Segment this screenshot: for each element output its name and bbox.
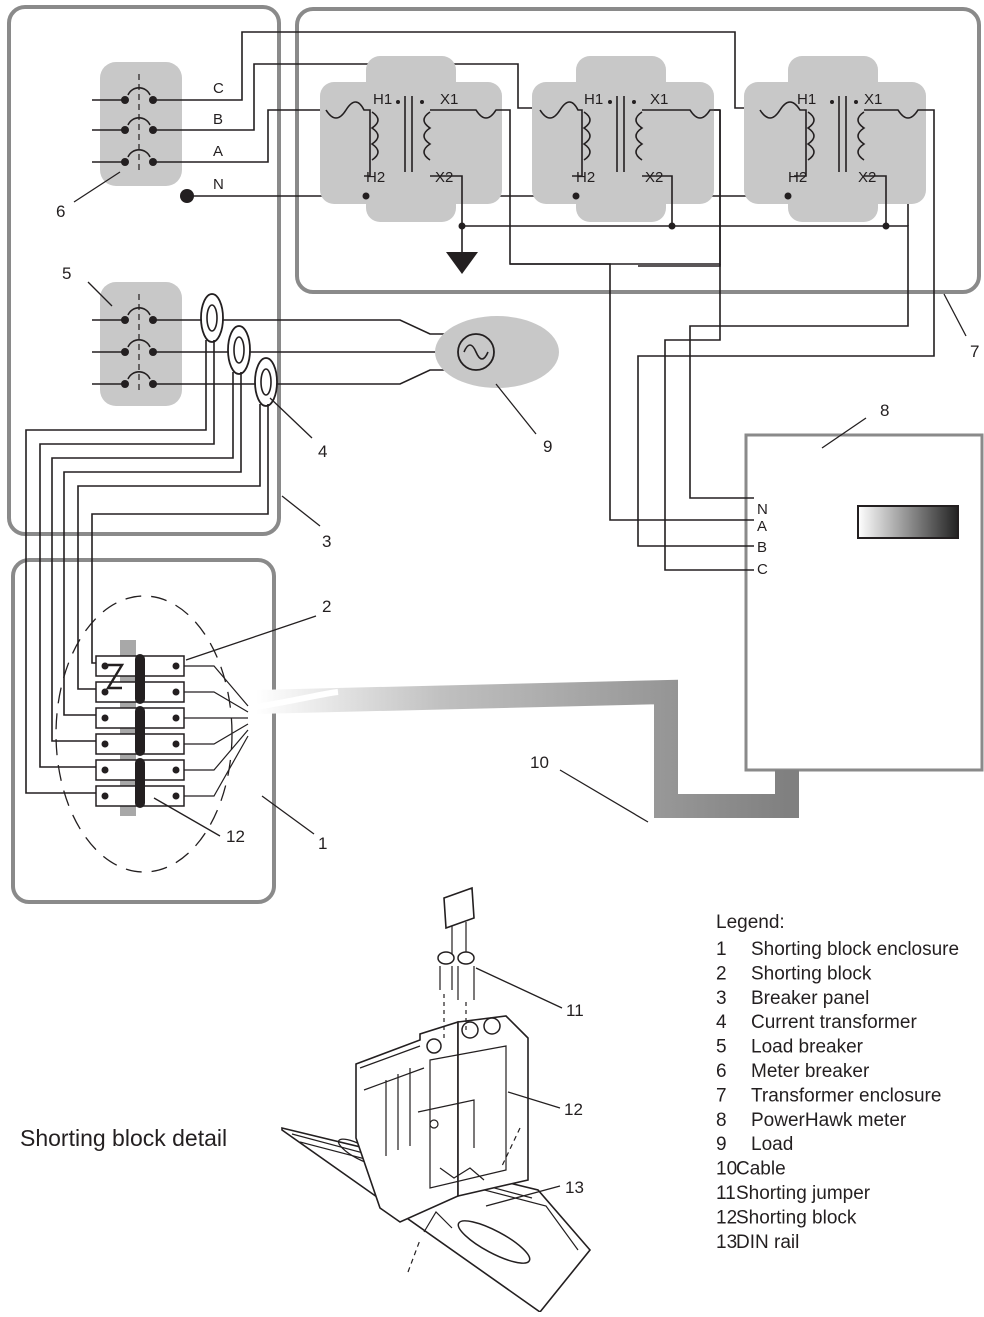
phase-label-b: B [213, 111, 223, 128]
callout-12-top: 12 [226, 827, 245, 846]
legend-item-label: Transformer enclosure [751, 1085, 941, 1106]
t3-x1-label: X1 [864, 91, 882, 108]
callout-9: 9 [543, 437, 552, 456]
callout-2: 2 [322, 597, 331, 616]
meter-terminal-b: B [757, 539, 767, 556]
legend-item-number: 7 [716, 1085, 727, 1106]
powerhawk-meter [744, 433, 984, 772]
meter-breaker [92, 62, 182, 186]
transformer-2: H1 X1 H2 X2 [532, 56, 720, 226]
legend-item-label: Load breaker [751, 1037, 864, 1058]
legend-item-number: 5 [716, 1037, 727, 1058]
legend-item-label: PowerHawk meter [751, 1110, 907, 1131]
ac-source-icon [435, 316, 559, 388]
legend-item-number: 2 [716, 963, 727, 984]
t1-h1-label: H1 [373, 91, 392, 108]
legend-item-label: Shorting block [736, 1207, 857, 1228]
breaker-panel-enclosure [7, 5, 281, 536]
legend-item-number: 9 [716, 1134, 727, 1155]
t1-x2-label: X2 [435, 169, 453, 186]
legend-item-label: DIN rail [736, 1232, 799, 1253]
t1-x1-label: X1 [440, 91, 458, 108]
legend-item-label: Shorting block enclosure [751, 939, 959, 960]
callout-5: 5 [62, 264, 71, 283]
t2-h1-label: H1 [584, 91, 603, 108]
legend-item-number: 3 [716, 988, 727, 1009]
phase-label-n: N [213, 176, 224, 193]
legend-item-number: 10 [716, 1159, 737, 1180]
transformer-1: H1 X1 H2 X2 [320, 56, 721, 265]
legend-item-number: 11 [716, 1183, 736, 1204]
ground-symbol-icon [446, 252, 478, 274]
legend-item-number: 8 [716, 1110, 727, 1131]
legend-item-label: Cable [736, 1159, 786, 1180]
t2-x1-label: X1 [650, 91, 668, 108]
t2-h2-label: H2 [576, 169, 595, 186]
legend-item-number: 13 [716, 1232, 737, 1253]
legend-item-number: 6 [716, 1061, 727, 1082]
legend-title: Legend: [716, 912, 785, 933]
callout-13: 13 [565, 1178, 584, 1197]
t3-h1-label: H1 [797, 91, 816, 108]
t3-x2-label: X2 [858, 169, 876, 186]
t3-h2-label: H2 [788, 169, 807, 186]
legend-item-number: 4 [716, 1012, 727, 1033]
legend-item-label: Shorting jumper [736, 1183, 871, 1204]
legend-item-label: Load [751, 1134, 793, 1155]
meter-terminal-a: A [757, 518, 767, 535]
callout-12-detail: 12 [564, 1100, 583, 1119]
cable [249, 679, 799, 818]
load-breaker [92, 282, 182, 406]
transformer-3: H1 X1 H2 X2 [637, 56, 935, 547]
t1-h2-label: H2 [366, 169, 385, 186]
callout-10: 10 [530, 753, 549, 772]
transformer-enclosure [295, 7, 981, 294]
phase-label-c: C [213, 80, 224, 97]
meter-terminal-n: N [757, 501, 768, 518]
legend-item-number: 1 [716, 939, 727, 960]
shorting-block-enclosure [11, 558, 276, 904]
callout-3: 3 [322, 532, 331, 551]
meter-terminal-c: C [757, 561, 768, 578]
callout-11: 11 [566, 1001, 584, 1020]
callout-4: 4 [318, 442, 327, 461]
legend-item-number: 12 [716, 1207, 737, 1228]
legend-item-label: Meter breaker [751, 1061, 870, 1082]
shorting-block-detail-drawing [281, 886, 592, 1314]
callout-7: 7 [970, 342, 979, 361]
shorting-block [55, 595, 233, 873]
meter-display-icon [857, 505, 959, 539]
legend-item-label: Shorting block [751, 963, 872, 984]
callout-6: 6 [56, 202, 65, 221]
t2-x2-label: X2 [645, 169, 663, 186]
legend-item-label: Breaker panel [751, 988, 869, 1009]
callout-1: 1 [318, 834, 327, 853]
current-transformers [200, 293, 278, 407]
phase-label-a: A [213, 143, 223, 160]
legend-item-label: Current transformer [751, 1012, 917, 1033]
detail-title: Shorting block detail [20, 1125, 227, 1151]
callout-8: 8 [880, 401, 889, 420]
